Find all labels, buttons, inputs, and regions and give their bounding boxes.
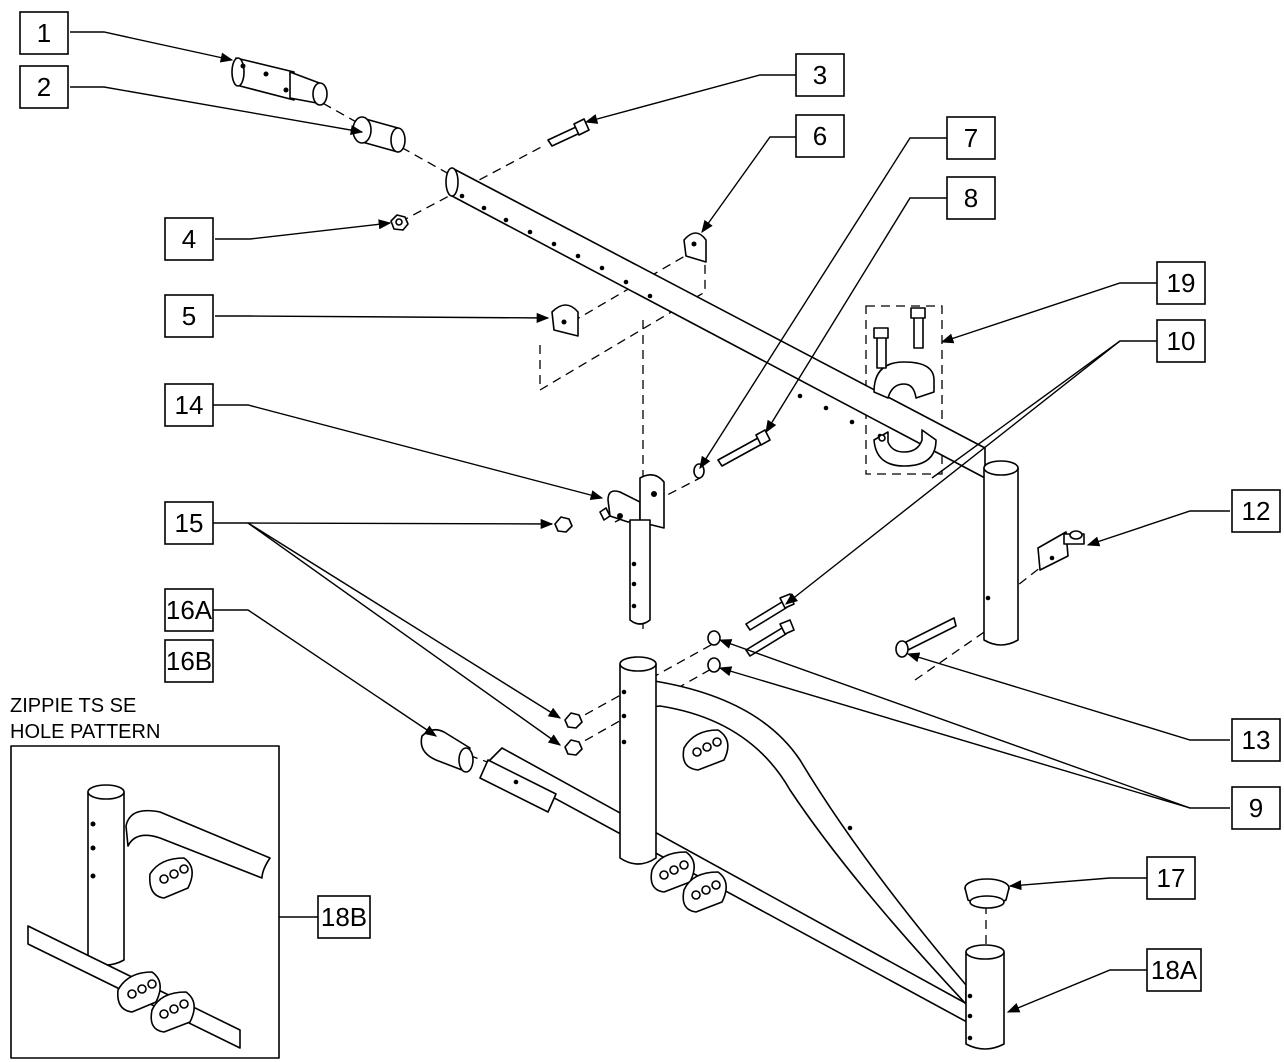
callout-10: 10: [1156, 319, 1206, 363]
callout-12-text: 12: [1242, 496, 1271, 526]
callout-15-text: 15: [175, 508, 204, 538]
callout-18b-text: 18B: [321, 902, 367, 932]
callout-9-text: 9: [1249, 793, 1263, 823]
callout-14-text: 14: [175, 390, 204, 420]
part-7-washer: [693, 463, 705, 479]
callout-5-text: 5: [182, 301, 196, 331]
part-16-bushing: [420, 728, 474, 773]
callout-18a-text: 18A: [1151, 955, 1198, 985]
callout-6-text: 6: [813, 121, 827, 151]
callout-16a-text: 16A: [166, 595, 213, 625]
part-9-washers: [707, 630, 721, 673]
callout-9: 9: [1231, 786, 1281, 830]
callout-2: 2: [19, 65, 69, 109]
callout-7-text: 7: [964, 123, 978, 153]
cross-tube: [445, 167, 986, 479]
callout-2-text: 2: [37, 72, 51, 102]
callout-16a: 16A: [164, 588, 214, 632]
part-6-spacer: [683, 232, 707, 263]
callout-17: 17: [1146, 856, 1196, 900]
part-12-clamp: [1037, 530, 1085, 571]
callout-6: 6: [795, 114, 845, 158]
inset-frame: [10, 745, 280, 1059]
part-13-bolt: [895, 617, 957, 658]
part-8-bolt: [717, 429, 771, 467]
inset-title-line-1: ZIPPIE TS SE: [10, 695, 136, 717]
callout-7: 7: [946, 116, 996, 160]
callout-16b-text: 16B: [166, 646, 212, 676]
callout-3: 3: [795, 53, 845, 97]
part-1-tube-adapter: [231, 57, 328, 106]
part-17-cap: [964, 878, 1010, 909]
part-14-bracket: [599, 474, 665, 625]
part-19-clamp-assembly: [873, 307, 937, 467]
callout-15: 15: [164, 501, 214, 545]
callout-8-text: 8: [964, 183, 978, 213]
callout-18b: 18B: [317, 895, 371, 939]
callout-12: 12: [1231, 489, 1281, 533]
callout-8: 8: [946, 176, 996, 220]
inset-hole-pattern: [10, 745, 280, 1059]
callout-10-text: 10: [1167, 326, 1196, 356]
callout-19-text: 19: [1167, 268, 1196, 298]
inset-title-line-2: HOLE PATTERN: [10, 721, 160, 743]
callout-16b: 16B: [164, 639, 214, 683]
callout-18a: 18A: [1146, 948, 1202, 992]
callout-3-text: 3: [813, 60, 827, 90]
callout-19: 19: [1156, 261, 1206, 305]
part-2-bushing: [352, 116, 406, 153]
callout-1-text: 1: [37, 18, 51, 48]
callout-4-text: 4: [182, 224, 196, 254]
callout-14: 14: [164, 383, 214, 427]
part-5-spacer: [551, 304, 579, 337]
assembly-centerlines: [309, 95, 1051, 948]
rear-post: [983, 460, 1019, 646]
callout-13-text: 13: [1242, 725, 1271, 755]
part-15-nuts: [554, 516, 583, 756]
callout-17-text: 17: [1157, 863, 1186, 893]
part-4-nut: [390, 214, 409, 231]
leader-lines: [70, 31, 1230, 1013]
callout-5: 5: [164, 294, 214, 338]
callout-1: 1: [19, 11, 69, 55]
part-3-bolt: [547, 118, 590, 147]
callout-13: 13: [1231, 718, 1281, 762]
main-frame: [479, 656, 1005, 1050]
callout-4: 4: [164, 217, 214, 261]
